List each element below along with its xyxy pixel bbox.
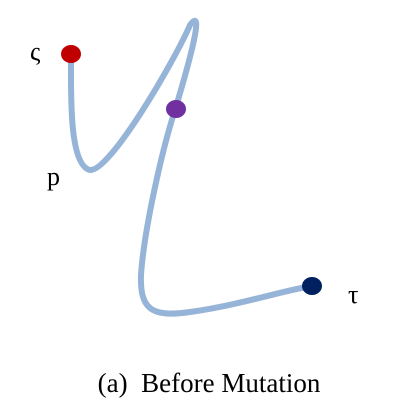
end-point <box>302 277 322 295</box>
start-label: ς <box>30 37 41 66</box>
end-label: τ <box>348 280 358 309</box>
trajectory-path <box>67 17 315 317</box>
mid-label: p <box>47 162 60 191</box>
start-point <box>61 45 81 63</box>
figure-caption: (a) Before Mutation <box>98 368 321 398</box>
mid-point <box>166 100 186 118</box>
